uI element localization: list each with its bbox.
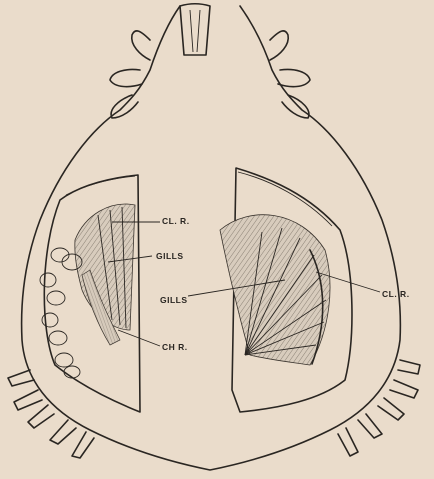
- label-cl-r-right: CL. R.: [382, 289, 410, 299]
- label-ch-r: CH R.: [162, 342, 188, 352]
- eyestalk-left: [132, 31, 150, 60]
- label-gills-left: GILLS: [156, 251, 184, 261]
- legs-right: [338, 360, 420, 456]
- label-cl-r-left: CL. R.: [162, 216, 190, 226]
- label-gills-right: GILLS: [160, 295, 188, 305]
- eyestalk-right: [270, 31, 288, 60]
- rostrum: [180, 4, 210, 55]
- left-ovals: [40, 248, 82, 378]
